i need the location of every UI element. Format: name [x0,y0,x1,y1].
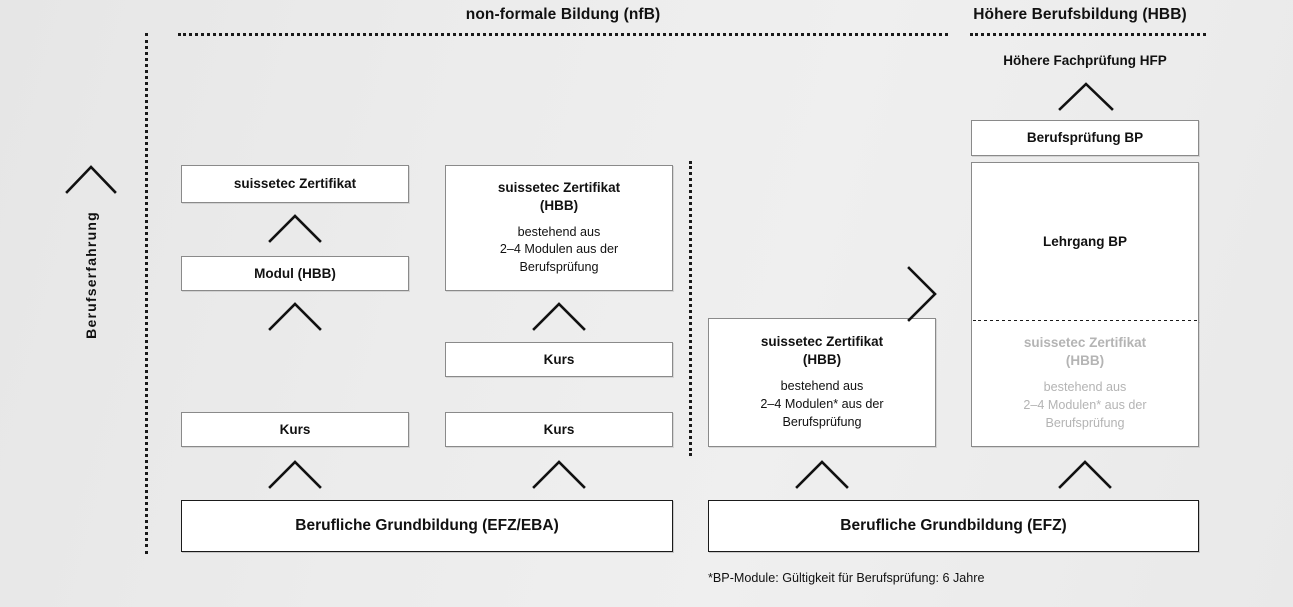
box-lehrgang-bp[interactable]: Lehrgang BP [971,162,1199,322]
chevron-up-hfp [1057,80,1115,112]
box-sub-line3: Berufsprüfung [1045,415,1125,430]
label-hfp: Höhere Fachprüfung HFP [1003,53,1167,68]
box-label: suissetec Zertifikat [233,176,357,192]
box-sub-line1: bestehend aus [780,379,864,393]
chevron-up-col3-base [794,458,850,490]
divider-hbb-top [970,33,1206,36]
box-label: Kurs [543,351,575,367]
box-label-line2: (HBB) [539,197,579,213]
box-label: Berufliche Grundbildung (EFZ/EBA) [295,516,559,534]
box-sub-line1: bestehend aus [517,224,601,239]
box-sub-line2: 2–4 Modulen aus der [499,242,619,257]
box-berufspruefung-bp[interactable]: Berufsprüfung BP [971,120,1199,156]
section-title-nfb: non-formale Bildung (nfB) [465,6,661,23]
box-label-line2: (HBB) [802,352,842,368]
box-sub-line3: Berufsprüfung [782,414,862,429]
box-sub-line2: 2–4 Modulen* aus der [1023,397,1147,412]
box-label: Lehrgang BP [1042,234,1127,250]
box-grundbildung-efz-eba[interactable]: Berufliche Grundbildung (EFZ/EBA) [181,500,673,552]
box-label: Modul (HBB) [254,265,336,281]
box-label: Kurs [543,421,575,437]
chevron-up-col1-base [267,458,323,490]
footnote-bp-module: *BP-Module: Gültigkeit für Berufsprüfung… [708,571,985,585]
box-suissetec-zertifikat-col3[interactable]: suissetec Zertifikat (HBB) bestehend aus… [708,318,936,447]
divider-mid-vertical [689,161,692,456]
box-suissetec-zertifikat-col1[interactable]: suissetec Zertifikat [181,165,409,203]
box-label-line1: suissetec Zertifikat [760,334,884,350]
box-sub-line2: 2–4 Modulen* aus der [760,396,884,411]
chevron-up-col1-upper [267,212,323,244]
box-suissetec-zertifikat-col4-inactive[interactable]: suissetec Zertifikat (HBB) bestehend aus… [971,321,1199,447]
box-kurs-col1[interactable]: Kurs [181,412,409,447]
axis-label-experience: Berufserfahrung [83,211,99,339]
chevron-up-col2-upper [531,300,587,332]
box-label: Berufliche Grundbildung (EFZ) [840,516,1067,534]
axis-label-experience-wrap: Berufserfahrung [21,211,161,339]
box-suissetec-zertifikat-col2[interactable]: suissetec Zertifikat (HBB) bestehend aus… [445,165,673,291]
box-label: Berufsprüfung BP [1026,130,1144,146]
chevron-up-col4-base [1057,458,1113,490]
box-sub-line1: bestehend aus [1043,380,1127,394]
chevron-up-col1-lower [267,300,323,332]
box-label-line1: suissetec Zertifikat [497,179,621,195]
chevron-up-experience [64,163,118,195]
box-kurs-col2-lower[interactable]: Kurs [445,412,673,447]
box-label-line2: (HBB) [1065,353,1105,369]
box-label: Kurs [279,421,311,437]
divider-nfb-top [178,33,948,36]
box-grundbildung-efz[interactable]: Berufliche Grundbildung (EFZ) [708,500,1199,552]
chevron-right-transfer [903,265,941,323]
chevron-up-col2-base [531,458,587,490]
box-label-line1: suissetec Zertifikat [1023,335,1147,351]
box-sub-line3: Berufsprüfung [519,260,599,275]
section-title-hbb: Höhere Berufsbildung (HBB) [973,6,1187,23]
divider-left-vertical [145,33,148,554]
box-modul-hbb-col1[interactable]: Modul (HBB) [181,256,409,291]
box-kurs-col2-upper[interactable]: Kurs [445,342,673,377]
